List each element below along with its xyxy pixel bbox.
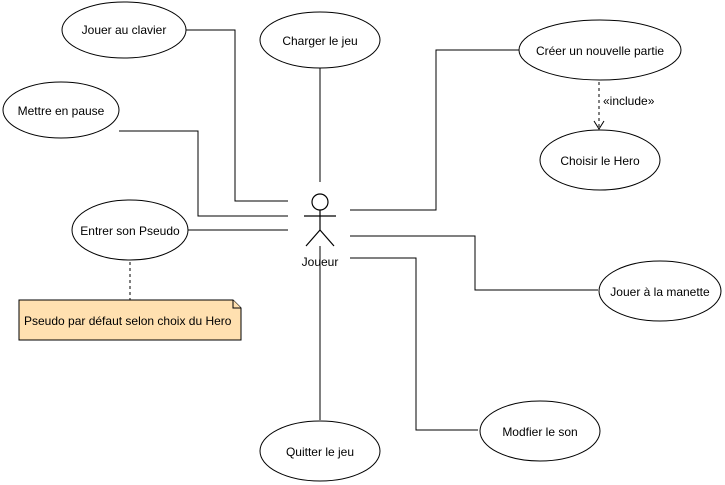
use-case-label: Choisir le Hero — [560, 154, 640, 168]
use-case-mettre-pause[interactable]: Mettre en pause — [2, 81, 120, 139]
assoc-modifier-son — [350, 257, 478, 431]
use-case-ellipse — [2, 81, 120, 139]
use-case-label: Quitter le jeu — [286, 445, 354, 459]
use-case-label: Jouer à la manette — [610, 285, 710, 299]
assoc-mettre-pause — [119, 130, 288, 217]
note-text: Pseudo par défaut selon choix du Hero — [24, 314, 232, 328]
use-case-entrer-pseudo[interactable]: Entrer son Pseudo — [71, 199, 189, 261]
use-case-jouer-clavier[interactable]: Jouer au clavier — [61, 1, 187, 59]
use-case-ellipse — [518, 19, 682, 81]
use-case-label: Modfier le son — [502, 425, 577, 439]
use-case-label: Mettre en pause — [18, 104, 105, 118]
use-case-modifier-son[interactable]: Modfier le son — [479, 400, 601, 462]
note-body — [18, 299, 242, 341]
use-case-label: Jouer au clavier — [82, 23, 167, 37]
use-case-jouer-manette[interactable]: Jouer à la manette — [598, 260, 722, 322]
use-case-choisir-hero[interactable]: Choisir le Hero — [539, 129, 661, 191]
associations — [119, 29, 598, 431]
assoc-jouer-clavier — [186, 29, 288, 202]
use-case-ellipse — [539, 129, 661, 191]
actor-stick-figure-icon — [304, 193, 336, 247]
use-case-ellipse — [479, 400, 601, 462]
include-label: «include» — [603, 94, 655, 108]
include-dependency: «include» — [593, 82, 655, 130]
use-case-label: Entrer son Pseudo — [80, 224, 180, 238]
use-case-ellipse — [71, 199, 189, 261]
assoc-jouer-manette — [350, 235, 598, 291]
use-case-ellipse — [61, 1, 187, 59]
use-case-ellipse — [598, 260, 722, 322]
actor-name: Joueur — [302, 255, 339, 269]
use-case-creer-partie[interactable]: Créer un nouvelle partie — [518, 19, 682, 81]
use-case-ellipse — [259, 420, 381, 482]
use-case-label: Créer un nouvelle partie — [536, 44, 664, 58]
include-arrowhead — [593, 120, 605, 130]
actor-joueur[interactable]: Joueur — [302, 193, 339, 269]
use-case-label: Charger le jeu — [282, 34, 357, 48]
assoc-creer-partie — [350, 49, 520, 211]
use-case-charger-jeu[interactable]: Charger le jeu — [259, 11, 381, 69]
use-case-ellipse — [259, 11, 381, 69]
note-fold — [232, 300, 241, 309]
note[interactable]: Pseudo par défaut selon choix du Hero — [18, 299, 242, 341]
use-case-quitter-jeu[interactable]: Quitter le jeu — [259, 420, 381, 482]
